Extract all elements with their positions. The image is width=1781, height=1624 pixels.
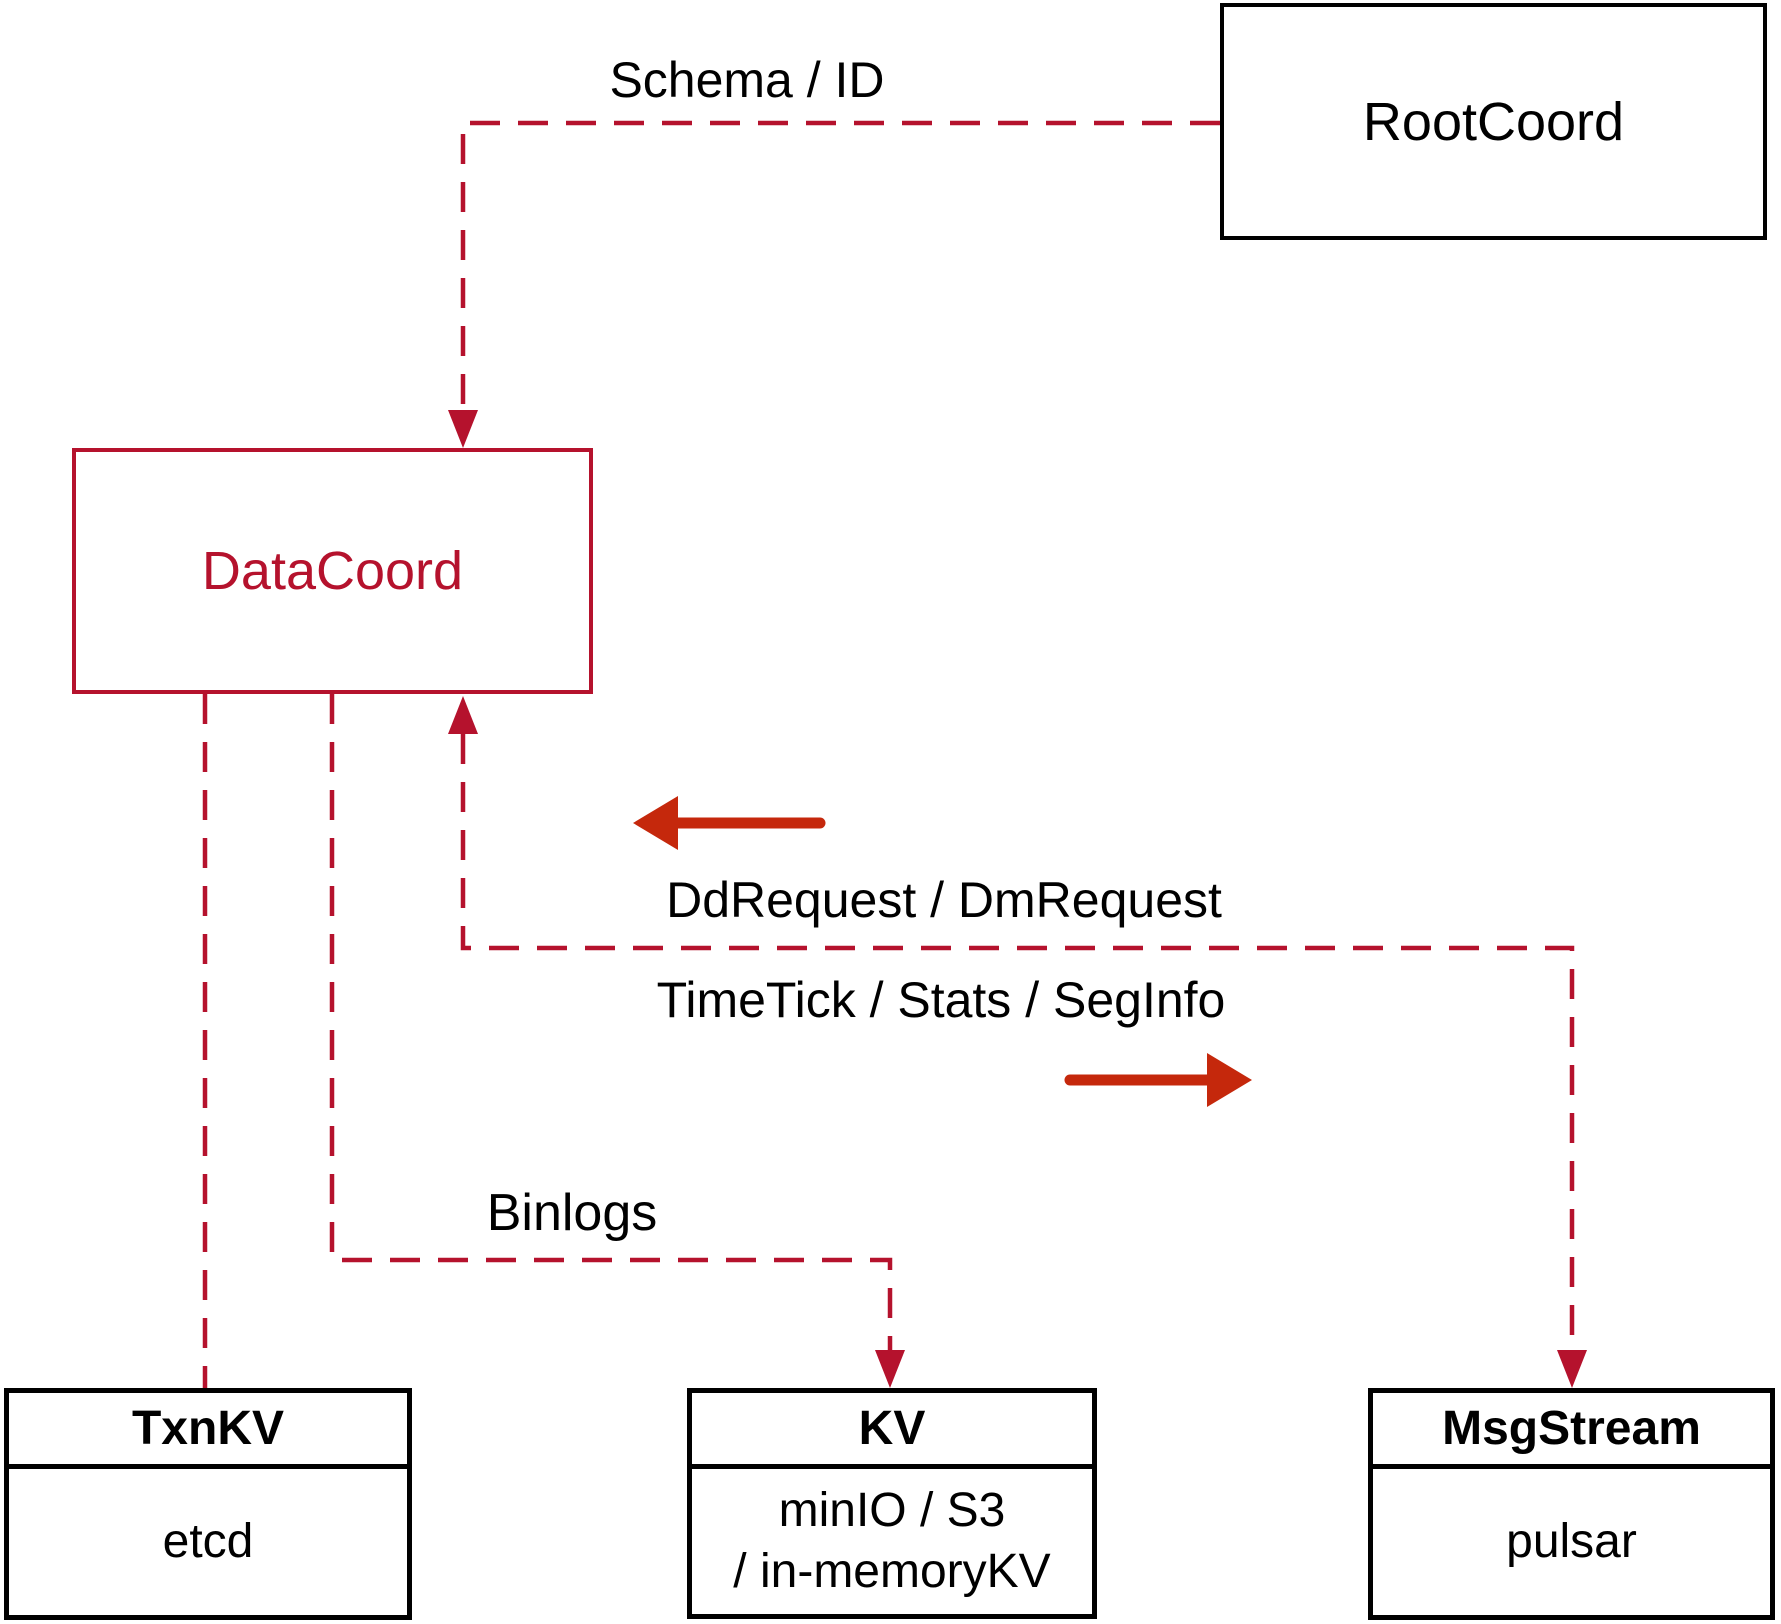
left-direction-arrow-icon bbox=[633, 796, 678, 850]
edge-schema-id-line bbox=[460, 120, 1220, 412]
kv-title: KV bbox=[692, 1393, 1092, 1469]
arrowhead-into-kv-icon bbox=[875, 1350, 905, 1388]
kv-body-line1: minIO / S3 bbox=[778, 1484, 1006, 1538]
msgstream-body: pulsar bbox=[1506, 1514, 1637, 1568]
txnkv-node: TxnKV etcd bbox=[4, 1388, 412, 1620]
msgstream-node: MsgStream pulsar bbox=[1368, 1388, 1775, 1620]
edge-requests-line bbox=[460, 734, 1575, 1350]
right-direction-arrow-icon bbox=[1207, 1053, 1252, 1107]
edge-label-binlogs: Binlogs bbox=[486, 1184, 658, 1242]
edge-label-ddrequest-dmrequest: DdRequest / DmRequest bbox=[666, 872, 1222, 928]
rootcoord-label: RootCoord bbox=[1362, 91, 1625, 152]
edge-label-schema-id: Schema / ID bbox=[609, 52, 885, 108]
kv-node: KV minIO / S3 / in-memoryKV bbox=[687, 1388, 1097, 1619]
txnkv-title: TxnKV bbox=[9, 1393, 407, 1469]
rootcoord-node: RootCoord bbox=[1220, 3, 1767, 240]
datacoord-label: DataCoord bbox=[201, 541, 464, 601]
kv-body-line2: / in-memoryKV bbox=[733, 1544, 1051, 1598]
edge-label-timetick-stats-seginfo: TimeTick / Stats / SegInfo bbox=[656, 972, 1226, 1028]
edge-binlogs-line bbox=[329, 694, 893, 1350]
txnkv-body: etcd bbox=[162, 1514, 254, 1568]
arrowhead-into-msgstream-icon bbox=[1557, 1350, 1587, 1388]
arrowhead-into-datacoord-bottom-icon bbox=[448, 696, 478, 734]
msgstream-title: MsgStream bbox=[1373, 1393, 1770, 1469]
arrowhead-into-datacoord-top-icon bbox=[448, 410, 478, 448]
datacoord-node: DataCoord bbox=[72, 448, 593, 694]
